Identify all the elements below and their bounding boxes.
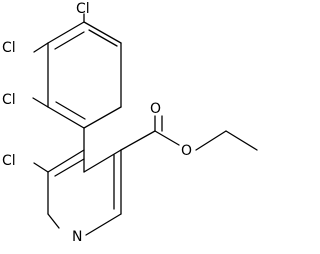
bond-c2-pyridine-cl xyxy=(33,162,49,173)
bond xyxy=(85,213,122,236)
bond xyxy=(83,149,122,173)
ethyl-ester-group xyxy=(120,115,258,151)
chlorine-atom-label: Cl xyxy=(2,153,16,169)
trichlorophenyl-ring xyxy=(47,21,122,129)
pyridine-ring xyxy=(47,127,122,236)
chlorine-atom-label: Cl xyxy=(76,1,90,17)
chlorine-atom-label: Cl xyxy=(2,40,16,56)
bond xyxy=(154,130,180,146)
bond xyxy=(195,130,227,151)
carbonyl-oxygen-label: O xyxy=(150,101,161,117)
bond xyxy=(88,29,118,47)
bond xyxy=(225,130,258,151)
bond-c3-cl xyxy=(33,42,49,53)
chemical-structure-diagram: Cl Cl Cl Cl N O O xyxy=(2,1,258,245)
bond xyxy=(120,130,156,151)
ester-oxygen-label: O xyxy=(181,143,192,159)
nitrogen-atom-label: N xyxy=(72,229,82,245)
bond xyxy=(47,106,85,129)
bond xyxy=(54,158,85,177)
bond xyxy=(47,21,85,44)
bond xyxy=(55,101,86,120)
bond-c2-cl xyxy=(32,97,49,108)
bond xyxy=(54,31,85,50)
bond xyxy=(83,106,122,129)
bond xyxy=(83,21,122,44)
chlorine-atom-label: Cl xyxy=(2,92,16,108)
bond xyxy=(47,213,60,229)
bond xyxy=(47,149,85,173)
